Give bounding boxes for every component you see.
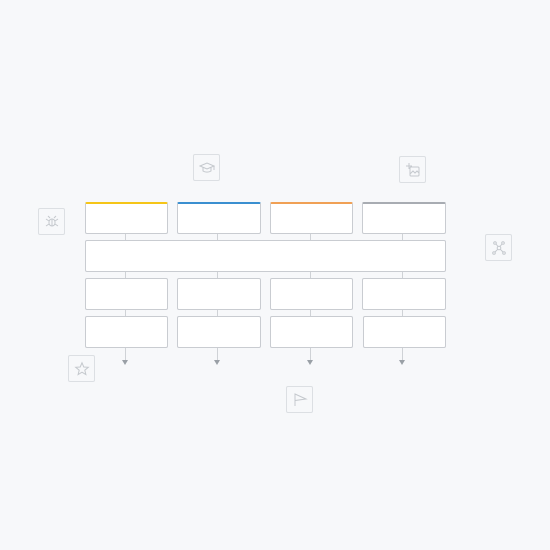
connector	[402, 347, 403, 360]
bug-icon	[38, 208, 65, 235]
column-header-2[interactable]	[177, 202, 261, 234]
network-nodes-icon	[485, 234, 512, 261]
cell-box[interactable]	[363, 316, 446, 348]
down-arrow	[399, 360, 405, 365]
connector	[217, 271, 218, 279]
connector	[125, 271, 126, 279]
cell-box[interactable]	[85, 278, 168, 310]
cell-box[interactable]	[85, 316, 168, 348]
column-header-4[interactable]	[362, 202, 446, 234]
connector	[217, 347, 218, 360]
connector	[402, 271, 403, 279]
connector	[125, 347, 126, 360]
add-image-icon	[399, 156, 426, 183]
connector	[310, 271, 311, 279]
connector	[310, 347, 311, 360]
down-arrow	[307, 360, 313, 365]
connector	[125, 309, 126, 317]
cell-box[interactable]	[177, 278, 261, 310]
connector	[217, 233, 218, 241]
send-icon	[286, 386, 313, 413]
column-header-3[interactable]	[270, 202, 353, 234]
graduation-cap-icon	[193, 154, 220, 181]
cell-box[interactable]	[362, 278, 446, 310]
cell-box[interactable]	[270, 278, 353, 310]
star-icon	[68, 355, 95, 382]
shared-row-box[interactable]	[85, 240, 446, 272]
connector	[125, 233, 126, 241]
connector	[402, 233, 403, 241]
column-header-1[interactable]	[85, 202, 168, 234]
connector	[217, 309, 218, 317]
down-arrow	[214, 360, 220, 365]
cell-box[interactable]	[177, 316, 261, 348]
connector	[310, 233, 311, 241]
cell-box[interactable]	[270, 316, 353, 348]
connector	[402, 309, 403, 317]
down-arrow	[122, 360, 128, 365]
connector	[310, 309, 311, 317]
